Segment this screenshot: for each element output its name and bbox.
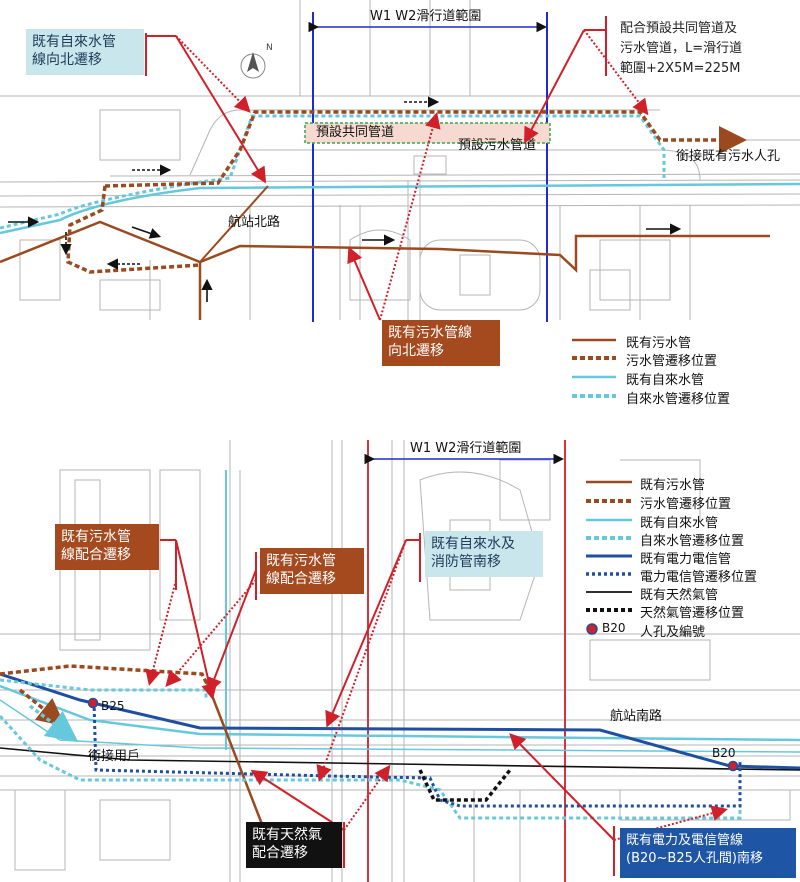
top-sewer-relocation [104, 110, 747, 188]
manhole-b20-icon: B20 [712, 746, 739, 772]
sewer-duct-label: 預設污水管道 [458, 137, 536, 153]
top-legend-label-3: 自來水管遷移位置 [626, 392, 731, 407]
top-sewer-relocation-west [66, 185, 201, 274]
note-top-right: 配合預設共同管道及 污水管道，L=滑行道 範圍+2X5M=225M [618, 17, 798, 83]
bottom-gas-relocation [418, 768, 512, 802]
callout-top-water-line2: 線向北遷移 [32, 52, 102, 68]
bottom-water-branch-arrow [28, 704, 79, 743]
bottom-power-relocation [92, 701, 742, 808]
callout-top-water-line1: 既有自來水管 [32, 34, 116, 50]
bottom-legend-label-7: 天然氣管遷移位置 [640, 606, 745, 621]
bottom-road-label: 航站南路 [610, 708, 662, 724]
callout-top-sewer-line1: 既有污水管線 [388, 325, 472, 341]
bottom-legend-label-4: 既有電力電信管 [640, 552, 732, 567]
callout-bottom-sewer-mid-line1: 既有污水管 [266, 553, 336, 569]
callout-bottom-power-line1: 既有電力及電信管線 [626, 833, 744, 848]
callout-top-sewer-line2: 向北遷移 [388, 343, 444, 359]
callout-bottom-sewer-left-line2: 線配合遷移 [61, 547, 131, 563]
top-map: W1 W2滑行道範圍 預設共同管道 預設污水管道 [0, 0, 800, 322]
top-legend-label-1: 污水管遷移位置 [626, 354, 718, 369]
bottom-map: W1 W2滑行道範圍 B25 B20 航站南路 銜接用戶 [0, 440, 800, 882]
callout-bottom-water-line2: 消防管南移 [431, 554, 501, 570]
callout-top-sewer: 既有污水管線 向北遷移 [382, 320, 500, 366]
top-existing-sewer [0, 220, 770, 273]
callout-bottom-power: 既有電力及電信管線 (B20~B25人孔間)南移 [620, 828, 796, 878]
callout-bottom-gas-line2: 配合遷移 [252, 845, 308, 861]
callout-bottom-sewer-mid: 既有污水管 線配合遷移 [260, 548, 364, 594]
callout-bottom-sewer-left-line1: 既有污水管 [61, 529, 131, 545]
north-arrow-icon: N [240, 43, 273, 79]
svg-text:B25: B25 [101, 699, 125, 713]
top-flow-arrows [8, 96, 682, 302]
top-existing-water [0, 182, 800, 235]
bottom-legend [586, 480, 632, 635]
top-existing-sewer-branch-2 [199, 185, 269, 263]
bottom-basemap [0, 440, 800, 882]
bottom-legend-label-3: 自來水管遷移位置 [640, 534, 745, 549]
callout-bottom-sewer-left: 既有污水管 線配合遷移 [55, 524, 159, 570]
note-line1: 配合預設共同管道及 [620, 21, 738, 36]
callout-bottom-sewer-mid-line2: 線配合遷移 [266, 571, 336, 587]
callout-top-water: 既有自來水管 線向北遷移 [26, 29, 144, 75]
bottom-existing-power [0, 672, 800, 770]
bottom-water-relocation-south [0, 714, 742, 820]
common-duct-label: 預設共同管道 [316, 124, 394, 140]
svg-text:B20: B20 [712, 746, 736, 760]
bottom-connect-label: 銜接用戶 [88, 748, 140, 764]
bottom-sewer-relocation [0, 664, 212, 691]
bottom-leaders [145, 533, 728, 876]
top-legend-label-0: 既有污水管 [626, 336, 692, 351]
top-road-label: 航站北路 [228, 214, 280, 230]
bottom-legend-label-8: 人孔及編號 [640, 625, 706, 640]
bottom-legend-label-0: 既有污水管 [640, 478, 706, 493]
bottom-legend-label-5: 電力電信管遷移位置 [640, 570, 758, 585]
note-line3: 範圍+2X5M=225M [620, 61, 741, 76]
callout-bottom-gas: 既有天然氣 配合遷移 [246, 822, 342, 868]
callout-bottom-power-line2: (B20~B25人孔間)南移 [626, 851, 763, 866]
bottom-legend-label-1: 污水管遷移位置 [640, 497, 732, 512]
top-legend-label-2: 既有自來水管 [626, 373, 705, 388]
callout-bottom-water: 既有自來水及 消防管南移 [425, 531, 543, 577]
top-legend [572, 338, 616, 398]
note-line2: 污水管道，L=滑行道 [620, 41, 743, 56]
bottom-existing-water [0, 684, 800, 742]
bottom-existing-gas [0, 747, 800, 771]
callout-bottom-water-line1: 既有自來水及 [431, 536, 515, 552]
bottom-legend-label-6: 既有天然氣管 [640, 588, 719, 603]
bottom-legend-manhole-code: B20 [602, 621, 626, 635]
bottom-scope-label: W1 W2滑行道範圍 [410, 441, 521, 456]
callout-bottom-gas-line1: 既有天然氣 [252, 827, 322, 843]
top-connect-label: 銜接既有污水人孔 [676, 148, 780, 164]
bottom-legend-label-2: 既有自來水管 [640, 516, 719, 531]
bottom-legend-manhole-icon [586, 623, 598, 635]
svg-text:N: N [266, 43, 273, 53]
bottom-existing-water-2 [0, 699, 800, 753]
manhole-b25-icon: B25 [87, 697, 125, 713]
bottom-existing-sewer [204, 679, 274, 851]
top-scope-label: W1 W2滑行道範圍 [370, 9, 481, 24]
top-leaders [145, 16, 649, 321]
